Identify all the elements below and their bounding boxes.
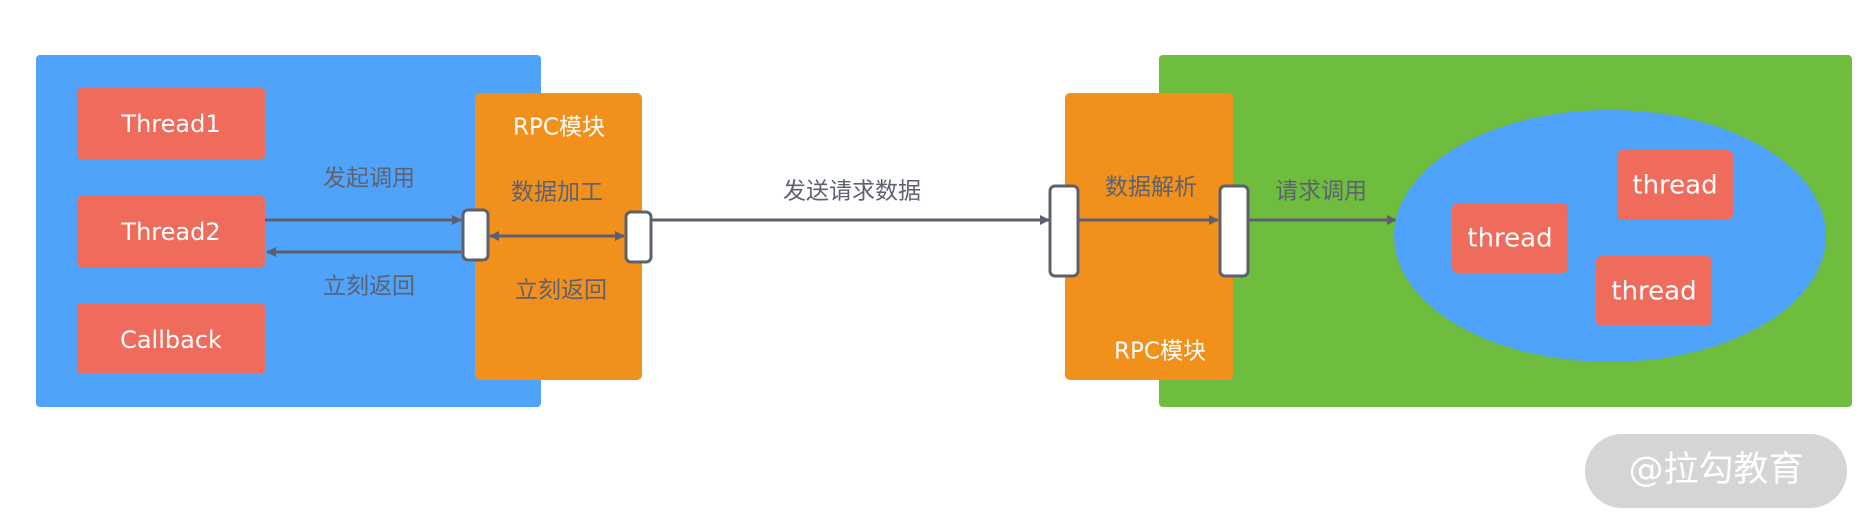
invoke-label: 发起调用	[323, 166, 415, 192]
server-rpc-port-left	[1048, 184, 1080, 278]
request-call-label: 请求调用	[1275, 179, 1367, 205]
thread1-box	[77, 88, 265, 159]
callback-box	[77, 303, 265, 374]
client-rpc-data-label: 数据加工	[511, 180, 603, 206]
pool-thread-3-label: thread	[1611, 277, 1696, 307]
client-rpc-title: RPC模块	[513, 115, 605, 141]
watermark-badge	[1585, 434, 1847, 508]
pool-thread-2-label: thread	[1467, 224, 1552, 254]
server-rpc-port-right	[1218, 184, 1250, 278]
pool-thread-1-label: thread	[1632, 171, 1717, 201]
pool-thread-3-box	[1596, 256, 1712, 326]
server-rpc-module	[1065, 93, 1233, 380]
return-label: 立刻返回	[323, 274, 415, 300]
send-request-label: 发送请求数据	[783, 179, 921, 205]
pool-thread-1-box	[1617, 150, 1733, 220]
server-rpc-title: RPC模块	[1114, 339, 1206, 365]
client-rpc-port-right	[624, 210, 653, 264]
callback-label: Callback	[120, 326, 222, 354]
client-rpc-port-left	[461, 208, 490, 262]
pool-thread-2-box	[1452, 203, 1568, 273]
thread2-label: Thread2	[120, 218, 220, 246]
server-parse-label: 数据解析	[1105, 175, 1197, 201]
thread1-label: Thread1	[120, 110, 220, 138]
thread2-box	[77, 196, 265, 267]
client-rpc-return-label: 立刻返回	[515, 278, 607, 304]
watermark-text: @拉勾教育	[1628, 450, 1803, 490]
